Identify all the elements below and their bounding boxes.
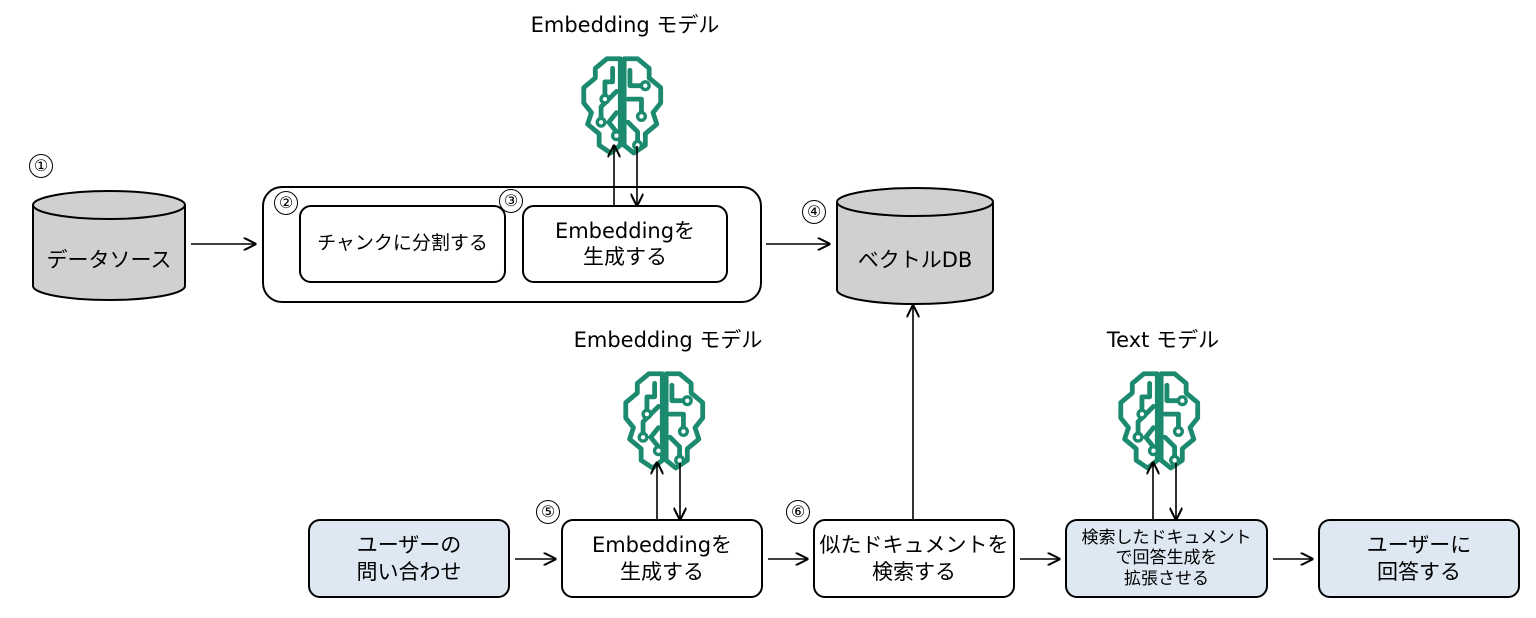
vector-db-label: ベクトルDB: [857, 248, 973, 272]
vector-db-cylinder: [836, 187, 994, 305]
step-1-marker: ①: [29, 154, 53, 178]
answer-user-box: ユーザーに 回答する: [1318, 519, 1520, 598]
search-documents-box: 似たドキュメントを 検索する: [813, 519, 1015, 598]
ingest-process-group: [262, 186, 762, 303]
embedding-model-label: Embedding モデル: [530, 13, 720, 37]
text-model-label: Text モデル: [1106, 328, 1220, 352]
step-2-marker: ②: [274, 191, 298, 215]
step-5-marker: ⑤: [536, 500, 560, 524]
data-source-cylinder: [32, 190, 186, 301]
user-question-box: ユーザーの 問い合わせ: [308, 519, 510, 598]
query-embedding-model-brain-icon: [626, 374, 703, 468]
step-3-marker: ③: [499, 189, 523, 213]
chunk-split-box: チャンクに分割する: [299, 205, 506, 283]
step-4-marker: ④: [802, 200, 826, 224]
text-model-brain-icon: [1121, 374, 1198, 468]
step-6-marker: ⑥: [786, 500, 810, 524]
embedding-model-brain-icon: [584, 59, 661, 153]
augment-generation-box: 検索したドキュメント で回答生成を 拡張させる: [1065, 519, 1268, 598]
query-embedding-model-label: Embedding モデル: [573, 328, 763, 352]
query-embedding-box: Embeddingを 生成する: [561, 519, 763, 598]
data-source-label: データソース: [46, 248, 172, 272]
ingest-embedding-box: Embeddingを 生成する: [522, 205, 728, 283]
